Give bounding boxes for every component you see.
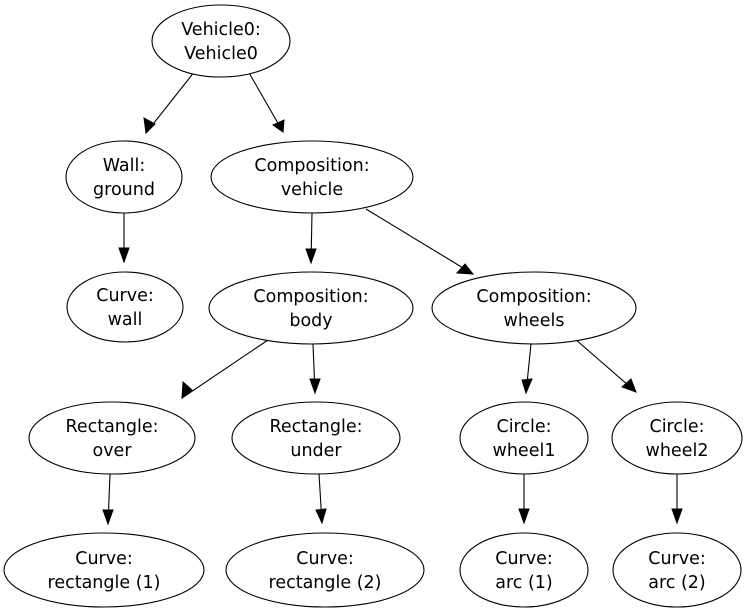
node-label-name: wall — [108, 310, 143, 330]
node-ellipse — [459, 532, 589, 608]
arrowhead-icon — [309, 378, 321, 395]
node-label-name: rectangle (2) — [269, 573, 382, 593]
graph-node-rectangle_over[interactable]: Rectangle: over — [28, 401, 196, 475]
edge-wall_ground-to-curve_wall — [118, 213, 130, 264]
node-ellipse — [459, 401, 589, 475]
node-label-type: Wall: — [103, 156, 146, 176]
edge-circle_wheel1-to-curve_arc_1 — [518, 474, 530, 525]
arrowhead-icon — [671, 508, 683, 525]
arrowhead-icon — [455, 263, 475, 275]
edge-rectangle_under-to-curve_rectangle_2 — [315, 473, 327, 525]
node-label-type: Curve: — [495, 549, 553, 569]
node-ellipse — [28, 401, 196, 475]
graph-node-circle_wheel2[interactable]: Circle: wheel2 — [611, 401, 743, 475]
edge-line — [365, 208, 474, 275]
node-ellipse — [611, 401, 743, 475]
edge-line — [145, 70, 196, 134]
node-label-type: Curve: — [648, 549, 706, 569]
arrowhead-icon — [143, 117, 156, 135]
edge-composition_wheels-to-circle_wheel1 — [521, 343, 533, 395]
graph-node-rectangle_under[interactable]: Rectangle: under — [231, 401, 401, 475]
graph-node-composition_body[interactable]: Composition: body — [208, 271, 414, 345]
arrowhead-icon — [271, 119, 285, 133]
node-label-name: rectangle (1) — [48, 573, 161, 593]
node-label-name: body — [289, 311, 332, 331]
node-label-name: over — [92, 441, 132, 461]
graph-node-curve_arc_1[interactable]: Curve: arc (1) — [459, 532, 589, 608]
node-label-type: Curve: — [75, 549, 133, 569]
node-label-type: Curve: — [96, 286, 154, 306]
arrowhead-icon — [102, 509, 114, 526]
graph-node-composition_wheels[interactable]: Composition: wheels — [431, 271, 637, 345]
graph-node-composition_vehicle[interactable]: Composition: vehicle — [210, 140, 414, 214]
node-ellipse — [612, 532, 742, 608]
edge-line — [181, 339, 269, 399]
arrowhead-icon — [621, 378, 637, 393]
node-ellipse — [210, 140, 414, 214]
node-label-type: Composition: — [253, 287, 368, 307]
edge-circle_wheel2-to-curve_arc_2 — [671, 474, 683, 525]
edge-composition_vehicle-to-composition_wheels — [365, 208, 475, 275]
arrowhead-icon — [305, 248, 317, 265]
node-label-type: Vehicle0: — [181, 20, 261, 40]
node-label-name: wheel2 — [646, 441, 709, 461]
node-label-type: Composition: — [254, 156, 369, 176]
node-ellipse — [151, 4, 291, 78]
arrowhead-icon — [181, 380, 193, 400]
arrowhead-icon — [518, 508, 530, 525]
node-label-type: Curve: — [296, 549, 354, 569]
node-label-name: arc (1) — [495, 573, 553, 593]
edge-rectangle_over-to-curve_rectangle_1 — [102, 473, 114, 526]
node-label-name: arc (2) — [648, 573, 706, 593]
graph-node-curve_arc_2[interactable]: Curve: arc (2) — [612, 532, 742, 608]
node-label-name: wheels — [504, 311, 565, 331]
node-ellipse — [208, 271, 414, 345]
arrowhead-icon — [521, 378, 533, 395]
node-label-type: Rectangle: — [65, 417, 158, 437]
graph-node-circle_wheel1[interactable]: Circle: wheel1 — [459, 401, 589, 475]
node-label-type: Composition: — [476, 287, 591, 307]
edge-line — [247, 70, 284, 133]
edge-composition_vehicle-to-composition_body — [305, 212, 317, 265]
edge-composition_wheels-to-circle_wheel2 — [574, 338, 637, 393]
node-ellipse — [231, 401, 401, 475]
node-label-type: Rectangle: — [269, 417, 362, 437]
edge-vehicle0-to-wall_ground — [143, 70, 196, 135]
node-label-type: Circle: — [496, 417, 551, 437]
node-label-name: wheel1 — [493, 441, 556, 461]
arrowhead-icon — [315, 508, 327, 525]
graph-node-curve_rectangle_2[interactable]: Curve: rectangle (2) — [225, 532, 425, 608]
node-label-name: under — [290, 441, 342, 461]
arrowhead-icon — [118, 247, 130, 264]
graph-node-vehicle0[interactable]: Vehicle0: Vehicle0 — [151, 4, 291, 78]
node-ellipse — [65, 140, 183, 214]
graph-node-curve_rectangle_1[interactable]: Curve: rectangle (1) — [3, 532, 205, 608]
node-label-type: Circle: — [649, 417, 704, 437]
edges-layer — [102, 70, 683, 526]
node-ellipse — [3, 532, 205, 608]
graph-node-wall_ground[interactable]: Wall: ground — [65, 140, 183, 214]
edge-vehicle0-to-composition_vehicle — [247, 70, 285, 133]
graph-node-curve_wall[interactable]: Curve: wall — [66, 271, 184, 343]
node-label-name: Vehicle0 — [184, 44, 258, 64]
edge-composition_body-to-rectangle_over — [181, 339, 269, 400]
node-label-name: vehicle — [281, 180, 343, 200]
node-ellipse — [431, 271, 637, 345]
nodes-layer: Vehicle0:Vehicle0Wall:groundComposition:… — [3, 4, 743, 608]
node-ellipse — [66, 271, 184, 343]
node-ellipse — [225, 532, 425, 608]
edge-composition_body-to-rectangle_under — [309, 343, 321, 395]
node-label-name: ground — [93, 180, 155, 200]
